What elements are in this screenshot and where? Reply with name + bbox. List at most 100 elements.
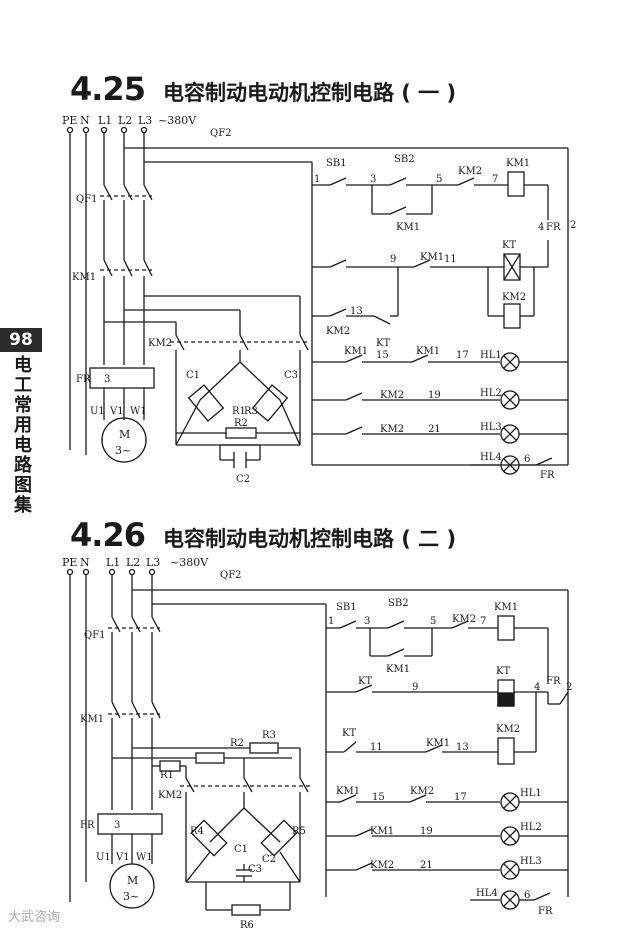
label-motor-phase: 3~ [123,890,139,903]
wire-15: 15 [372,792,385,803]
label-v1: V1 [115,852,130,863]
label-km1-hl2: KM2 [380,390,404,401]
label-fr-main: FR [80,820,95,831]
label-qf1: QF1 [84,630,106,641]
label-hl1: HL1 [480,350,502,361]
label-l3: L3 [146,556,160,569]
label-km1-hold: KM1 [396,222,420,233]
label-hl3: HL3 [480,422,502,433]
label-pe: PE [62,556,77,569]
label-fr-hl4: FR [540,470,555,481]
wire-2: 2 [570,220,576,231]
label-n: N [80,114,90,127]
section-number: 4.25 [70,70,146,108]
label-r3: R3 [262,730,276,741]
label-r2: R2 [230,738,244,749]
label-c3: C3 [284,370,298,381]
label-c1: C1 [234,844,248,855]
label-r3: R3 [244,406,258,417]
wire-2: 2 [566,682,572,693]
book-title-vertical: 电 工 常 用 电 路 图 集 [14,355,32,516]
label-km1-km2: KM1 [426,738,450,749]
label-km1-hl2: KM1 [370,826,394,837]
label-u1: U1 [90,406,105,417]
label-hl4: HL4 [476,888,498,899]
wire-1: 1 [328,616,334,627]
label-km2-nc: KM2 [452,614,476,625]
label-voltage: ~380V [158,114,197,127]
wire-1: 1 [314,174,320,185]
label-km2-hl1: KM1 [416,346,440,357]
label-c1: C1 [186,370,200,381]
label-km1-kt: KT [358,676,372,687]
wire-4: 4 [534,682,540,693]
label-l3: L3 [138,114,152,127]
wire-9: 9 [412,682,418,693]
wire-13: 13 [456,742,469,753]
label-km1-kt: KM1 [420,252,444,263]
label-km2-main: KM2 [148,338,172,349]
label-km2-hold: KM2 [326,326,350,337]
wire-6: 6 [524,890,530,901]
wire-5: 5 [436,174,442,185]
wire-21: 21 [428,424,441,435]
label-sb1: SB1 [326,158,347,169]
label-sb1: SB1 [336,602,357,613]
label-fr-3: 3 [104,374,110,385]
wire-5: 5 [430,616,436,627]
label-motor: M [127,874,138,887]
label-sb2: SB2 [394,154,415,165]
label-r1: R1 [232,406,246,417]
label-u1: U1 [96,852,111,863]
wire-4: 4 [538,222,544,233]
label-hl2: HL2 [520,822,542,833]
wire-19: 19 [428,390,441,401]
label-km1-main: KM1 [80,714,104,725]
label-qf2: QF2 [210,128,232,139]
label-km2-hl3: KM2 [370,860,394,871]
label-r2: R2 [234,418,248,429]
wire-11: 11 [444,254,457,265]
label-c2: C2 [262,854,276,865]
wire-15: 15 [376,350,389,361]
label-l1: L1 [98,114,112,127]
label-fr-main: FR [76,374,91,385]
section-title: 电容制动电动机控制电路 ( 二 ) [162,527,457,551]
wire-19: 19 [420,826,433,837]
label-qf1: QF1 [76,194,98,205]
label-km2-hl3: KM2 [380,424,404,435]
label-l2: L2 [126,556,140,569]
section-number: 4.26 [70,516,146,554]
label-c3: C3 [248,864,262,875]
wire-13: 13 [350,306,363,317]
wire-3: 3 [364,616,370,627]
circuit-diagram-425: PE N L1 L2 L3 ~380V QF2 QF1 KM1 KM2 [62,114,576,485]
wire-7: 7 [480,616,486,627]
label-sb2: SB2 [388,598,409,609]
label-hl4: HL4 [480,452,502,463]
label-fr-contact: FR [546,222,561,233]
wire-17: 17 [454,792,467,803]
wire-3: 3 [370,174,376,185]
label-km1-coil: KM1 [506,158,530,169]
wire-21: 21 [420,860,433,871]
wire-11: 11 [370,742,383,753]
label-km1-hl1: KM1 [344,346,368,357]
circuit-425-title: 4.25 电容制动电动机控制电路 ( 一 ) [70,70,456,108]
label-hl3: HL3 [520,856,542,867]
label-r5: R5 [292,826,306,837]
circuit-426-title: 4.26 电容制动电动机控制电路 ( 二 ) [70,516,456,554]
watermark: 大武咨询 [8,910,61,925]
label-motor-phase: 3~ [115,444,131,457]
wire-6: 6 [524,454,530,465]
label-motor: M [119,428,130,441]
page-number-tab: 98 [0,328,42,352]
label-w1: W1 [130,406,147,417]
label-r6: R6 [240,920,254,931]
label-kt-coil: KT [502,240,516,251]
label-km1-main: KM1 [72,272,96,283]
label-hl2: HL2 [480,388,502,399]
label-c2: C2 [236,474,250,485]
label-hl1: HL1 [520,788,542,799]
wire-17: 17 [456,350,469,361]
